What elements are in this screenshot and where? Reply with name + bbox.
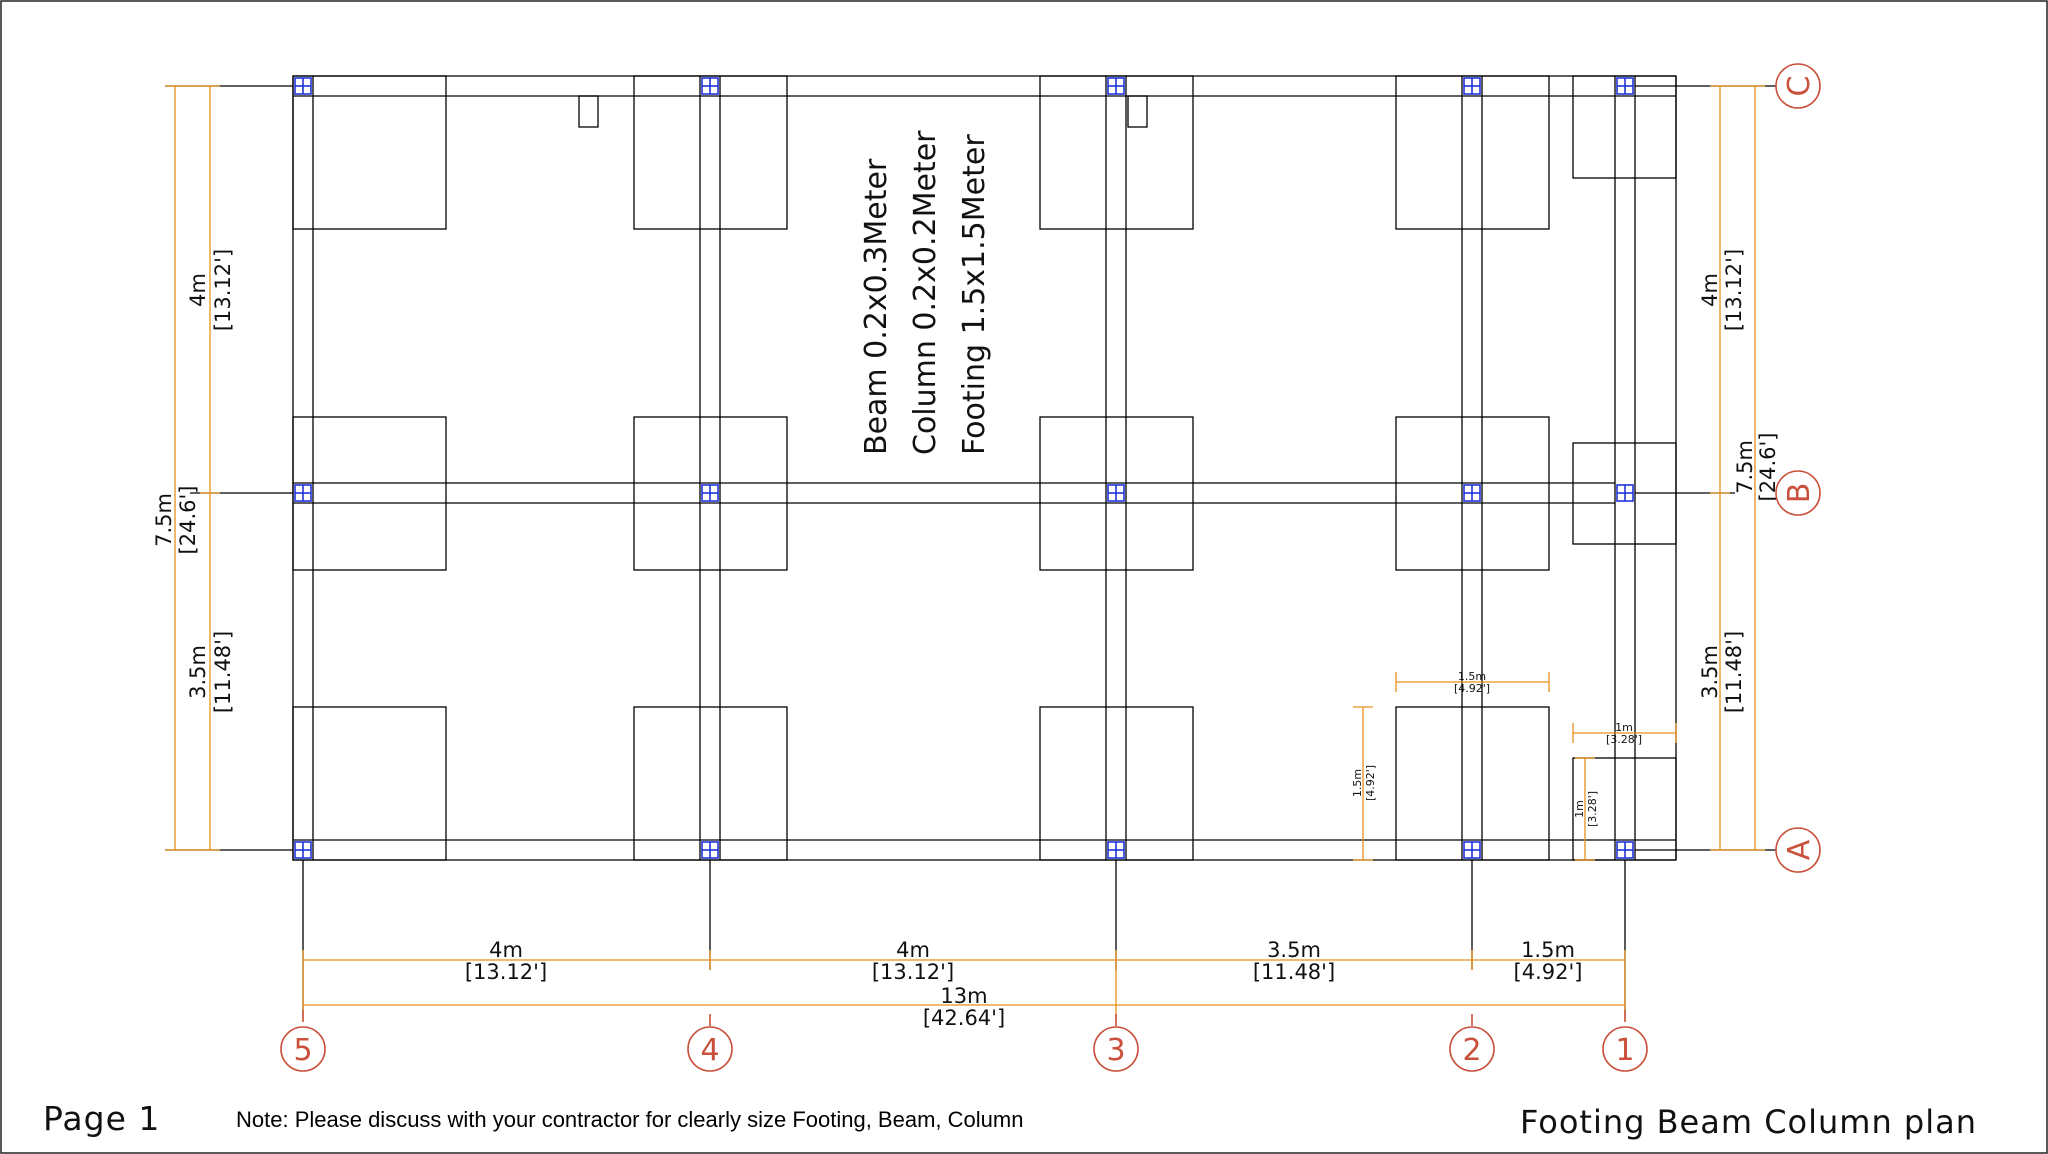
footing-2a — [1395, 706, 1550, 861]
dim-label: 4m — [489, 938, 523, 962]
footing-3c — [1039, 75, 1194, 230]
dim-label: 3.5m — [186, 645, 210, 699]
footing-4b — [633, 416, 788, 571]
dim-label: 1.5m — [1351, 769, 1364, 797]
left-dimensions — [165, 85, 220, 851]
dim-total-label: [42.64'] — [923, 1006, 1005, 1030]
dim-label: [4.92'] — [1514, 960, 1583, 984]
dim-label: 3.5m — [1267, 938, 1321, 962]
grid-label: C — [1782, 76, 1817, 97]
member-specifications: Beam 0.2x0.3Meter Column 0.2x0.2Meter Fo… — [859, 130, 992, 455]
grid-bubble-b — [1775, 470, 1821, 516]
beam-spec: Beam 0.2x0.3Meter — [859, 158, 894, 455]
small-opening — [1127, 95, 1148, 128]
footing-5c — [292, 75, 447, 230]
dim-label: [11.48'] — [1253, 960, 1335, 984]
footing-3b — [1039, 416, 1194, 571]
left-dimension-texts: 4m [13.12'] 3.5m [11.48'] 7.5m [24.6'] — [152, 249, 235, 713]
bottom-dimensions — [302, 950, 1626, 1020]
footing-3a — [1039, 706, 1194, 861]
dim-label: [3.28'] — [1606, 733, 1642, 746]
dim-label: [13.12'] — [465, 960, 547, 984]
column-spec: Column 0.2x0.2Meter — [908, 130, 943, 455]
dim-label: 3.5m — [1698, 645, 1722, 699]
dim-total-label: 13m — [940, 984, 987, 1008]
dim-label: [4.92'] — [1454, 682, 1490, 695]
dim-label: 4m — [186, 273, 210, 307]
footing-1c — [1572, 75, 1677, 179]
footing-detail-dimensions — [1353, 672, 1677, 861]
grid-bubble-1 — [1602, 1026, 1648, 1072]
footing-2c — [1395, 75, 1550, 230]
right-dimensions — [1710, 85, 1765, 851]
footing-detail-texts: 1.5m [4.92'] 1.5m [4.92'] 1m [3.28'] 1m … — [1351, 670, 1642, 827]
dim-label: [13.12'] — [211, 249, 235, 331]
dim-label: [11.48'] — [211, 631, 235, 713]
grid-bubble-3 — [1093, 1026, 1139, 1072]
bottom-dimension-texts: 4m [13.12'] 4m [13.12'] 3.5m [11.48'] 1.… — [465, 938, 1583, 1030]
grid-bubble-2 — [1449, 1026, 1495, 1072]
grid-bubble-c — [1775, 63, 1821, 109]
dim-label: [13.12'] — [1722, 249, 1746, 331]
columns — [294, 77, 1634, 859]
grid-bubble-a — [1775, 827, 1821, 873]
grid-label: 3 — [1106, 1033, 1125, 1068]
dim-label: 4m — [896, 938, 930, 962]
grid-label: 2 — [1462, 1033, 1481, 1068]
dim-label: 1m — [1615, 721, 1633, 734]
grid-label: 5 — [293, 1033, 312, 1068]
footing-5b — [292, 416, 447, 571]
dim-total-label: 7.5m — [152, 493, 176, 547]
footing-4a — [633, 706, 788, 861]
grid-label: B — [1782, 483, 1817, 504]
right-dimension-texts: 4m [13.12'] 3.5m [11.48'] 7.5m [24.6'] — [1698, 249, 1780, 713]
dim-label: 1.5m — [1521, 938, 1575, 962]
footings — [292, 75, 1677, 861]
grid-label: A — [1782, 839, 1817, 860]
footing-5a — [292, 706, 447, 861]
dim-label: 1m — [1573, 800, 1586, 818]
dim-label: [3.28'] — [1586, 791, 1599, 827]
contractor-note: Note: Please discuss with your contracto… — [236, 1107, 1023, 1132]
footing-spec: Footing 1.5x1.5Meter — [957, 134, 992, 455]
footing-4c — [633, 75, 788, 230]
drawing-title: Footing Beam Column plan — [1520, 1103, 1977, 1141]
grid-bubble-5 — [280, 1026, 326, 1072]
dim-label: 4m — [1698, 273, 1722, 307]
page-number: Page 1 — [43, 1099, 160, 1138]
dim-label: 1.5m — [1458, 670, 1486, 683]
footing-2b — [1395, 416, 1550, 571]
dim-total-label: 7.5m — [1733, 440, 1757, 494]
dim-total-label: [24.6'] — [176, 486, 200, 555]
grid-bubbles-rows: C B A — [1775, 63, 1821, 873]
dim-label: [11.48'] — [1722, 631, 1746, 713]
grid-bubble-4 — [687, 1026, 733, 1072]
grid-label: 1 — [1615, 1033, 1634, 1068]
dim-label: [4.92'] — [1364, 765, 1377, 801]
grid-bubbles-columns: 5 4 3 2 1 — [280, 1010, 1648, 1072]
dim-label: [13.12'] — [872, 960, 954, 984]
grid-label: 4 — [700, 1033, 719, 1068]
small-opening — [578, 95, 599, 128]
beam-frame — [292, 75, 1677, 861]
